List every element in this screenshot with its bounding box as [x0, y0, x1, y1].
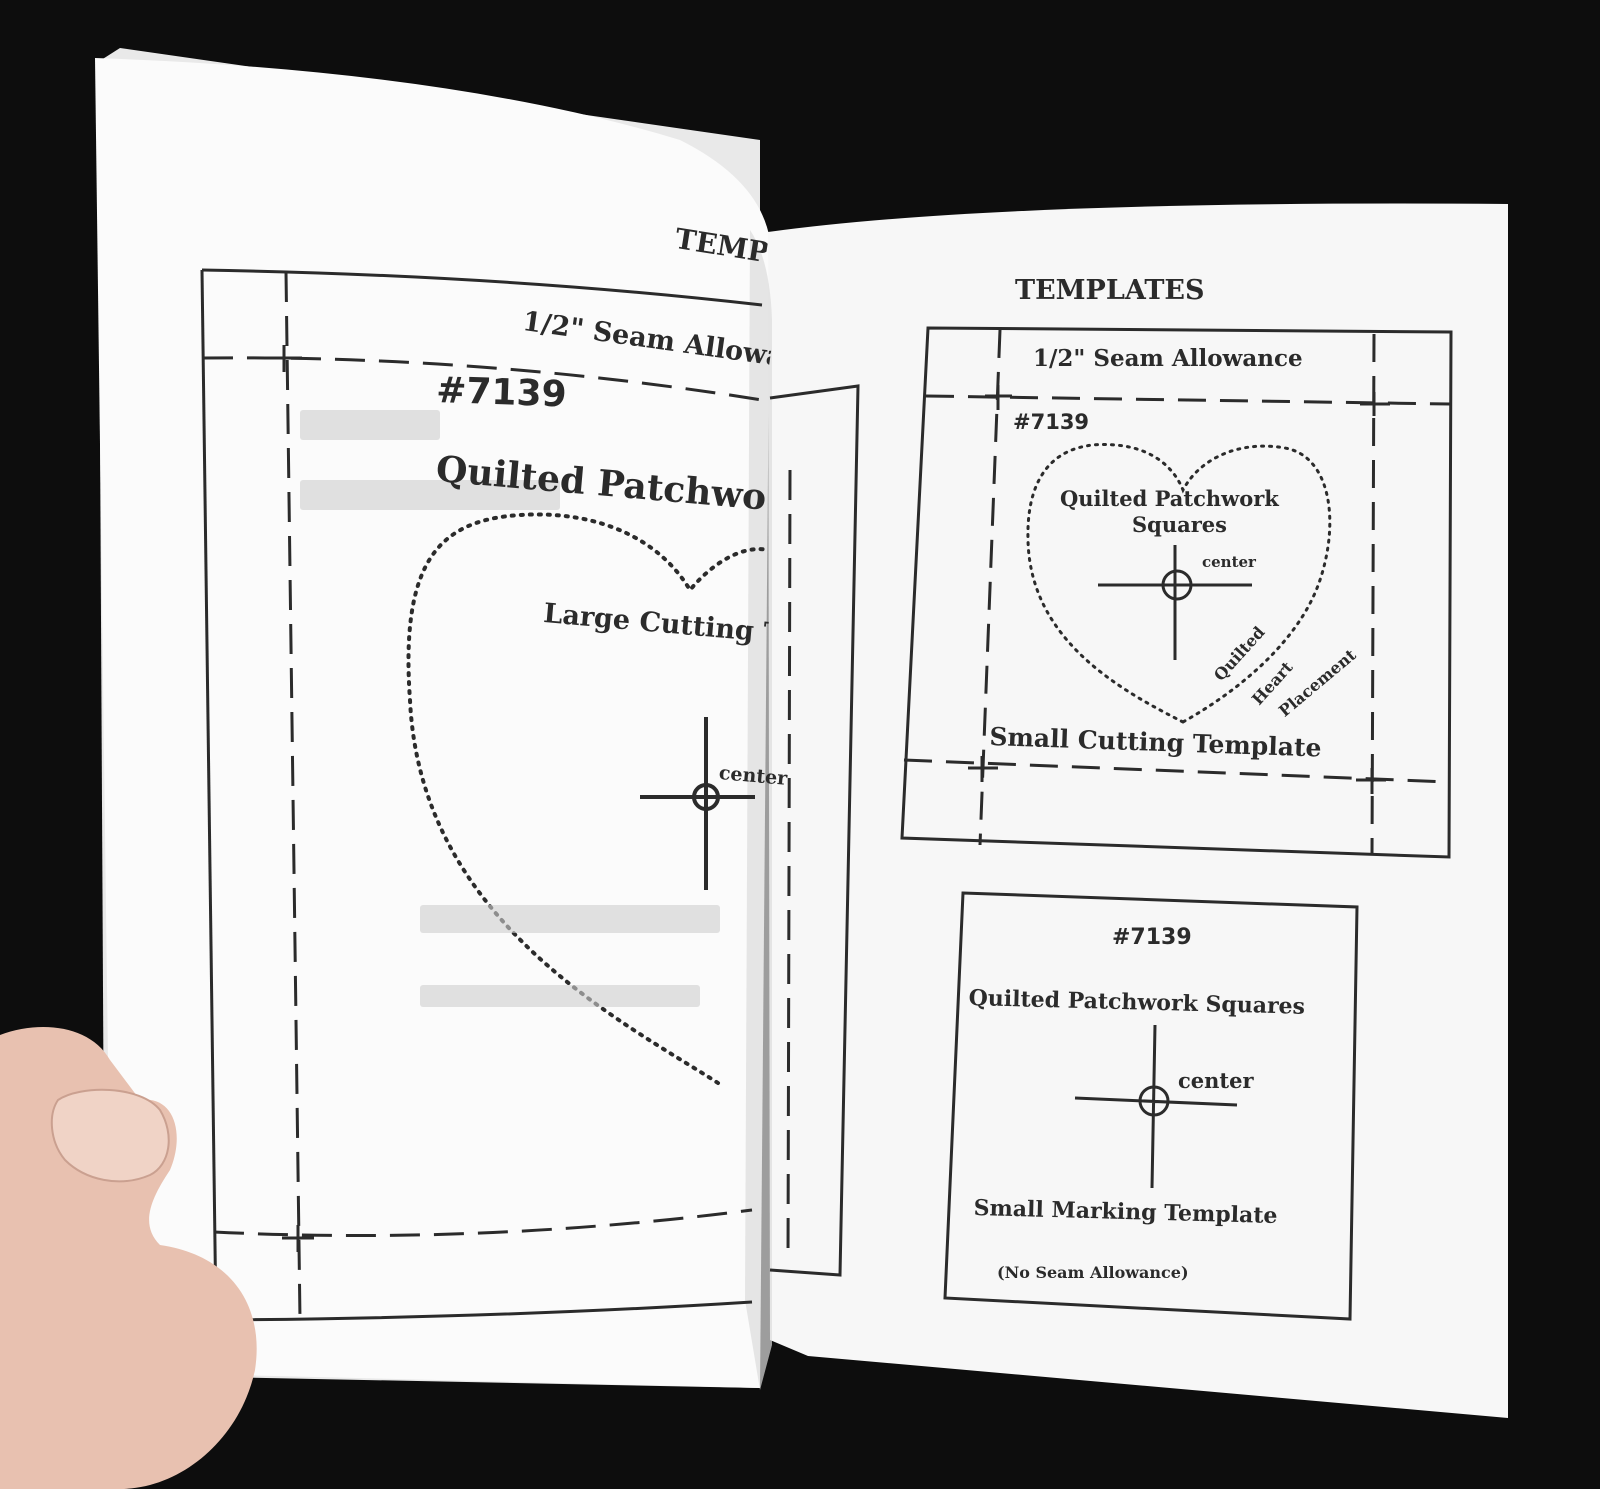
cutting-title-line1: Quilted Patchwork [1060, 486, 1279, 511]
right-page [768, 203, 1508, 1419]
left-page [95, 58, 770, 1388]
right-marking-template-lines [943, 891, 1359, 1321]
right-page-header: TEMPLATES [1015, 275, 1205, 306]
cutting-template-number: #7139 [1013, 410, 1090, 434]
cutting-title-line2: Squares [1132, 512, 1227, 537]
right-cutting-template-lines [900, 326, 1453, 859]
show-through [300, 410, 720, 1007]
left-template-number: #7139 [435, 370, 568, 416]
marking-template-number: #7139 [1112, 925, 1192, 950]
thumbnail-nail [50, 1088, 170, 1183]
marking-center-label: center [1178, 1068, 1254, 1093]
gutter-shadow [745, 230, 772, 1390]
cutting-center-label: center [1202, 553, 1256, 571]
cutting-seam-allowance: 1/2" Seam Allowance [1033, 345, 1303, 372]
left-template-lines [200, 268, 860, 1322]
marking-template-note: (No Seam Allowance) [997, 1263, 1189, 1282]
